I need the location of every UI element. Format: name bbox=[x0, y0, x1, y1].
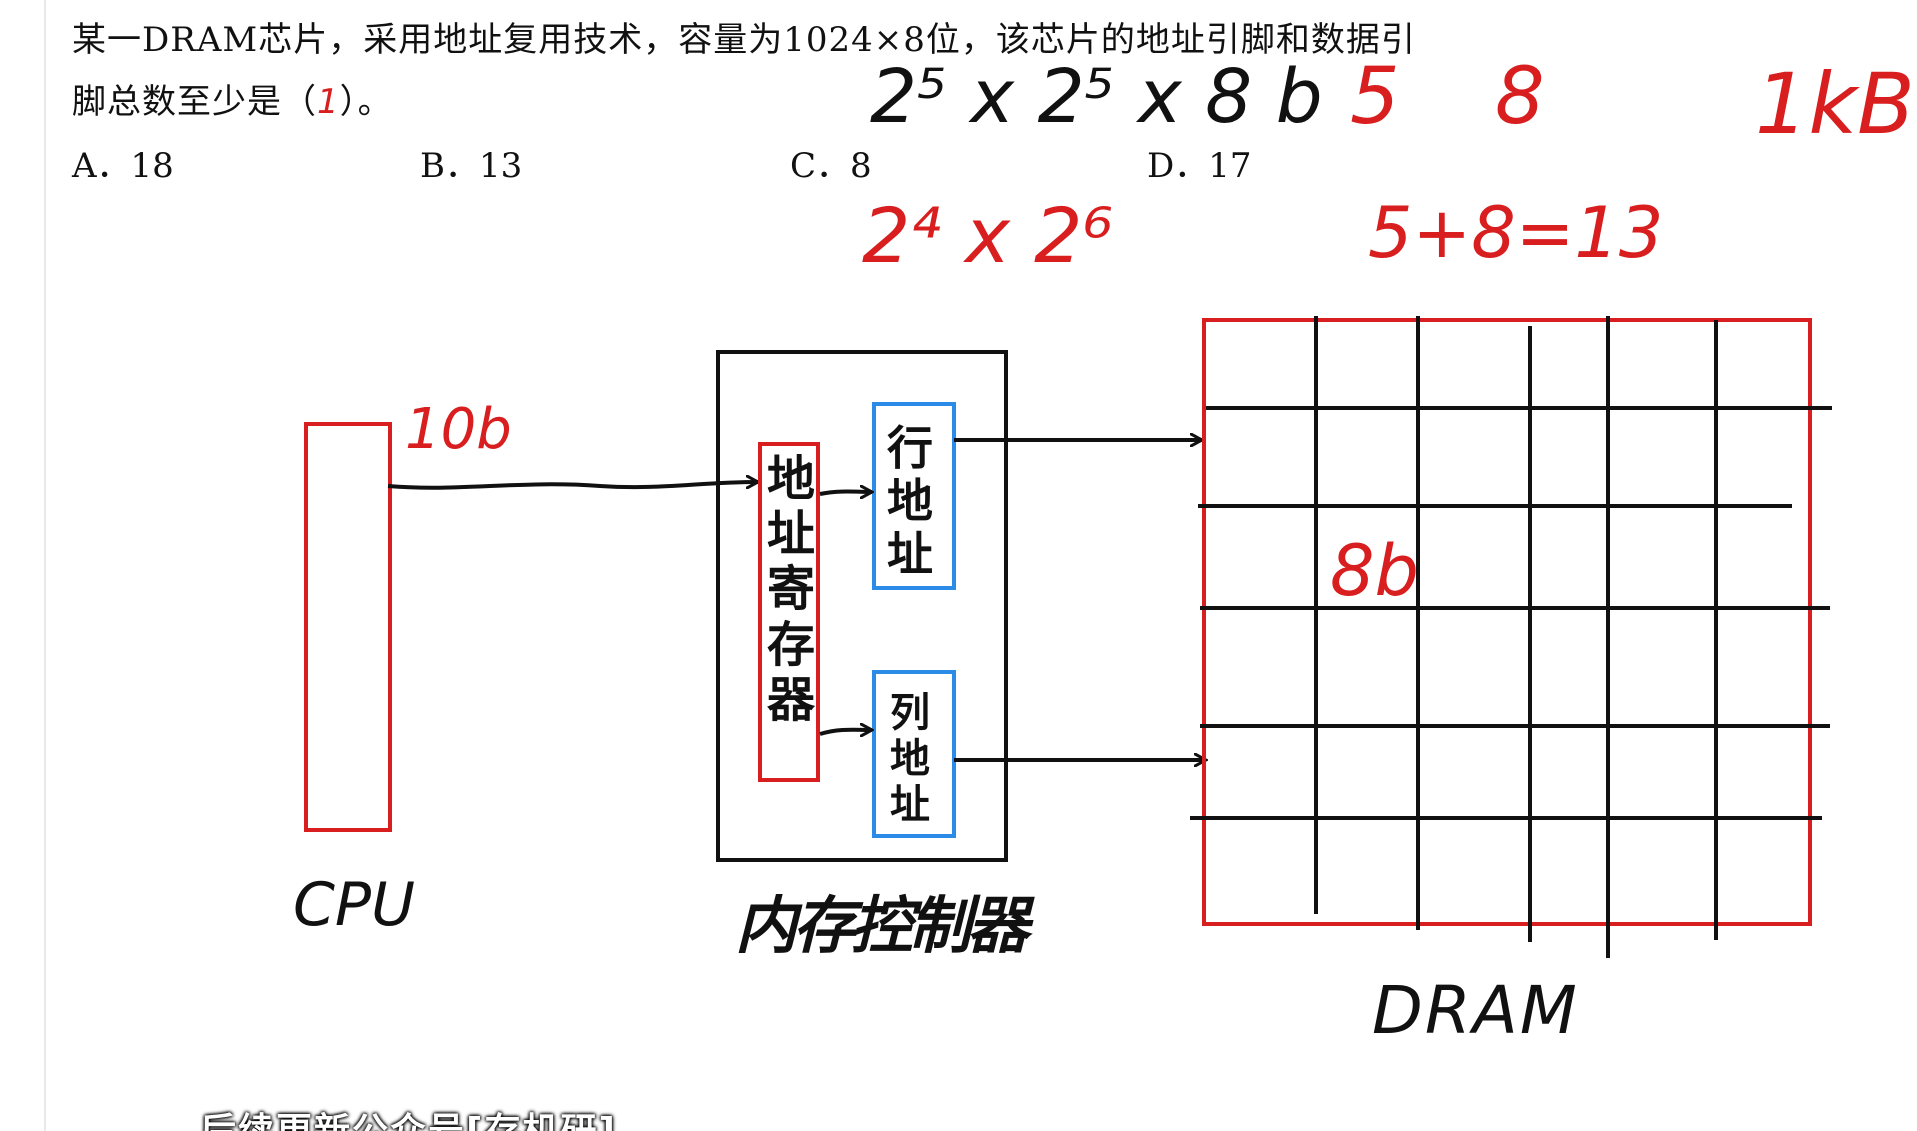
video-subtitle: 后续更新公众号[存机研] bbox=[200, 1102, 617, 1131]
address-bus-arrow bbox=[387, 482, 758, 490]
note-data-pins: 8 bbox=[1495, 52, 1545, 142]
row-address-label: 行 地 址 bbox=[887, 421, 933, 581]
note-bus-width: 10b bbox=[405, 397, 512, 462]
question-line-2: 脚总数至少是（1）。 bbox=[72, 74, 393, 123]
note-capacity: 1kB bbox=[1755, 55, 1915, 153]
column-address-box bbox=[872, 670, 956, 838]
answer-mark: 1 bbox=[317, 82, 340, 122]
question-line-2-prefix: 脚总数至少是（ bbox=[72, 82, 317, 122]
cpu-label: CPU bbox=[293, 870, 415, 940]
page-left-rule bbox=[44, 0, 46, 1131]
note-address-pins: 5 bbox=[1350, 52, 1400, 142]
option-d: D．17 bbox=[1147, 146, 1252, 186]
note-top-expression: 2⁵ x 2⁵ x 8 b bbox=[870, 54, 1323, 140]
register-to-column-arrow bbox=[819, 730, 872, 734]
question-line-1: 某一DRAM芯片，采用地址复用技术，容量为1024×8位，该芯片的地址引脚和数据… bbox=[72, 20, 1416, 60]
column-address-label: 列 地 址 bbox=[890, 690, 930, 828]
question-line-2-suffix: ）。 bbox=[339, 82, 393, 122]
register-to-row-arrow bbox=[819, 492, 872, 495]
memory-controller-box bbox=[716, 350, 1008, 862]
note-pin-sum: 5+8=13 bbox=[1368, 192, 1664, 274]
address-register-label: 地 址 寄 存 器 bbox=[766, 451, 815, 728]
dram-label: DRAM bbox=[1372, 972, 1579, 1049]
dram-array-box bbox=[1202, 318, 1812, 926]
option-c: C．8 bbox=[790, 146, 872, 186]
option-b: B．13 bbox=[420, 146, 523, 186]
note-cell-width: 8b bbox=[1330, 530, 1419, 612]
address-register-box bbox=[758, 442, 820, 782]
memory-controller-label: 内存控制器 bbox=[735, 889, 1029, 962]
note-alt-expression: 2⁴ x 2⁶ bbox=[862, 191, 1113, 280]
cpu-box bbox=[304, 422, 392, 832]
option-a: A．18 bbox=[72, 146, 174, 186]
